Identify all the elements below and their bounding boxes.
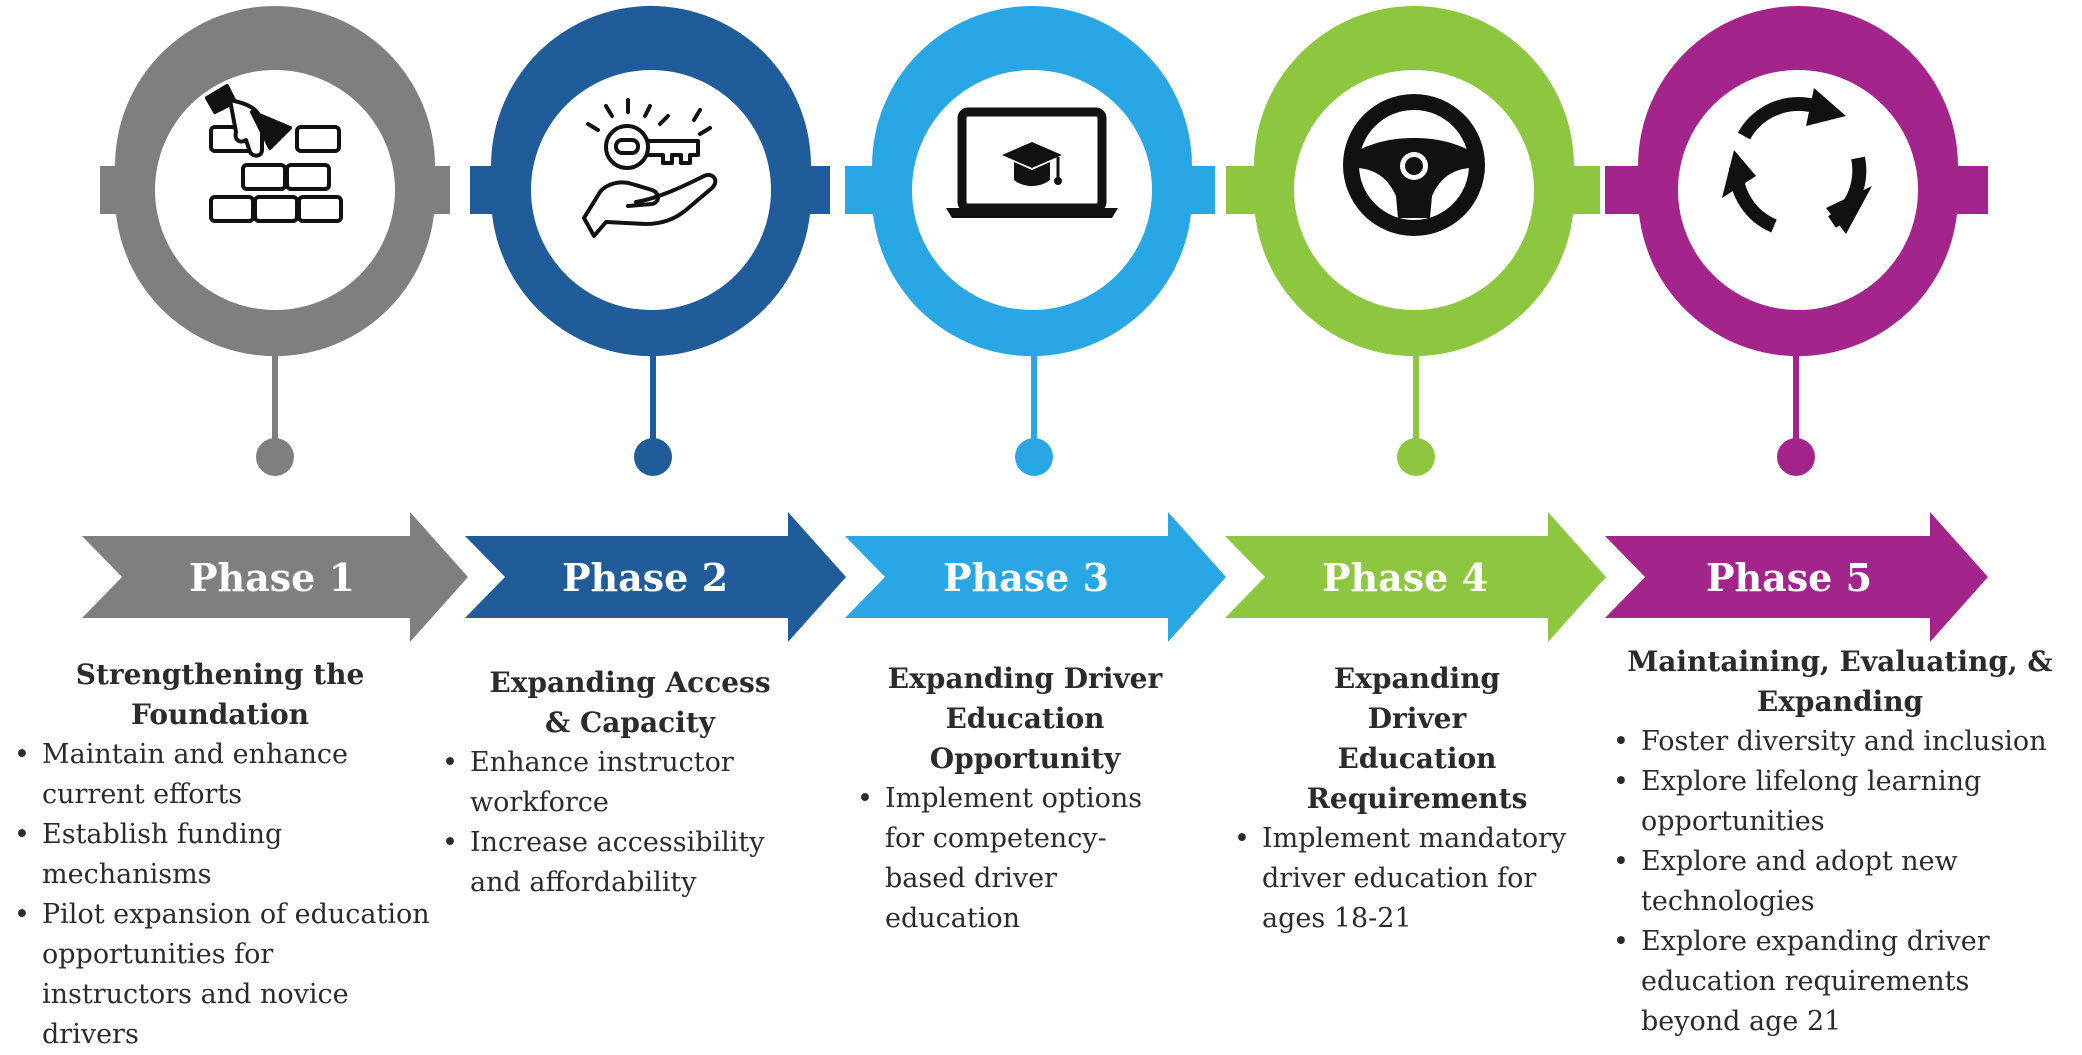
phase-3-text: Expanding Driver Education Opportunity I… (840, 659, 1210, 939)
phase-4-ring (1226, 6, 1600, 357)
phase-4-bullets: Implement mandatory driver education for… (1232, 819, 1592, 939)
phase-2-ring (470, 5, 830, 357)
phase-2-graphic: Phase 2 (465, 5, 846, 642)
phase-1-dot (256, 438, 294, 476)
list-item: Increase accessibility and affordability (442, 823, 820, 903)
phase-5-text: Maintaining, Evaluating, & Expanding Fos… (1605, 642, 2075, 1042)
list-item: Explore expanding driver education requi… (1613, 922, 2061, 1042)
phase-5-bullets: Foster diversity and inclusion Explore l… (1605, 722, 2061, 1042)
phase-3-arrow (845, 512, 1226, 642)
phase-2-dot (634, 438, 672, 476)
phase-3-bullets: Implement options for competency-based d… (840, 779, 1185, 939)
phase-3-title: Expanding Driver Education Opportunity (887, 662, 1163, 775)
phase-4-label: Phase 4 (1322, 555, 1488, 600)
phase-5-ring (1605, 6, 1988, 357)
phase-3-label: Phase 3 (943, 555, 1109, 600)
phase-5-title: Maintaining, Evaluating, & Expanding (1627, 645, 2053, 718)
phase-2-label: Phase 2 (562, 555, 728, 600)
phase-1-bullets: Maintain and enhance current efforts Est… (10, 735, 430, 1055)
brick-wall-icon (205, 84, 343, 223)
phase-1-text: Strengthening the Foundation Maintain an… (10, 655, 430, 1055)
phase-5-label: Phase 5 (1706, 555, 1872, 600)
list-item: Foster diversity and inclusion (1613, 722, 2061, 762)
list-item: Pilot expansion of education opportuniti… (14, 895, 430, 1055)
phase-2-text: Expanding Access & Capacity Enhance inst… (440, 663, 820, 903)
phase-4-dot (1397, 438, 1435, 476)
phase-4-graphic: Phase 4 (1225, 6, 1606, 642)
list-item: Explore and adopt new technologies (1613, 842, 2061, 922)
list-item: Implement options for competency-based d… (857, 779, 1185, 939)
steering-wheel-icon (1343, 94, 1485, 236)
list-item: Establish funding mechanisms (14, 815, 430, 895)
phase-3-dot (1015, 438, 1053, 476)
phase-4-arrow (1225, 512, 1606, 642)
list-item: Maintain and enhance current efforts (14, 735, 430, 815)
phase-2-bullets: Enhance instructor workforce Increase ac… (440, 743, 820, 903)
cycle-arrows-icon (1722, 88, 1872, 234)
phase-3-graphic: Phase 3 (845, 6, 1226, 642)
phase-1-title: Strengthening the Foundation (75, 658, 365, 731)
phase-5-dot (1777, 438, 1815, 476)
phase-1-graphic: Phase 1 (82, 6, 468, 642)
laptop-graduation-cap-icon (946, 107, 1118, 218)
list-item: Enhance instructor workforce (442, 743, 820, 823)
phase-4-title: Expanding Driver Education Requirements (1306, 662, 1528, 815)
phase-5-arrow (1605, 512, 1988, 642)
phase-1-label: Phase 1 (189, 555, 355, 600)
phase-5-graphic: Phase 5 (1605, 6, 1988, 642)
list-item: Implement mandatory driver education for… (1234, 819, 1592, 939)
key-in-hand-icon (582, 98, 718, 238)
list-item: Explore lifelong learning opportunities (1613, 762, 2061, 842)
phase-2-title: Expanding Access & Capacity (489, 666, 771, 739)
phase-1-ring (100, 6, 450, 357)
phase-4-text: Expanding Driver Education Requirements … (1232, 659, 1602, 939)
phase-1-arrow (82, 512, 468, 642)
phase-2-arrow (465, 512, 846, 642)
phase-3-ring (845, 6, 1215, 357)
